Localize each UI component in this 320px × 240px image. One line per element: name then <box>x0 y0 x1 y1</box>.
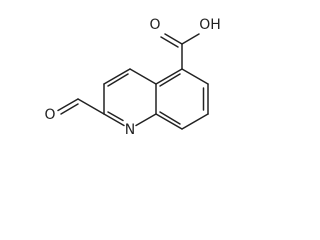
ring-nitrogen-label: N <box>125 122 135 138</box>
bond-c4-c3 <box>103 68 131 85</box>
bond-c4a-c5 <box>155 68 183 85</box>
bond-c-o-double-outer <box>164 33 183 45</box>
carboxylic-acid-group <box>160 33 200 70</box>
bond-c7-c8 <box>181 113 209 130</box>
bond-cho-o-outer <box>57 98 79 112</box>
bond-c4a-c5-inner <box>159 73 181 87</box>
bond-c5-c6 <box>181 68 209 85</box>
bond-n1-c8a <box>135 113 157 127</box>
bond-c-o-double-inner <box>160 36 179 48</box>
bond-c8-c8a <box>155 113 183 130</box>
quinoline-structure-diagram: OH O O N <box>44 17 221 138</box>
bond-cho-o-inner <box>60 103 79 115</box>
benzo-ring <box>155 68 209 130</box>
bond-c4-c3-inner <box>107 73 129 87</box>
bond-c2-n1 <box>103 113 125 127</box>
bond-c2-cho <box>77 98 105 115</box>
bond-c-oh <box>181 33 200 45</box>
bond-c2-n1-inner <box>107 111 124 122</box>
hydroxyl-label: OH <box>199 17 221 33</box>
bond-c4a-c4 <box>129 68 157 85</box>
carboxyl-oxygen-label: O <box>149 17 160 33</box>
formyl-group <box>57 98 105 115</box>
pyridine-ring <box>103 68 157 127</box>
aldehyde-oxygen-label: O <box>44 107 55 123</box>
bond-c8-c8a-inner <box>159 111 181 125</box>
